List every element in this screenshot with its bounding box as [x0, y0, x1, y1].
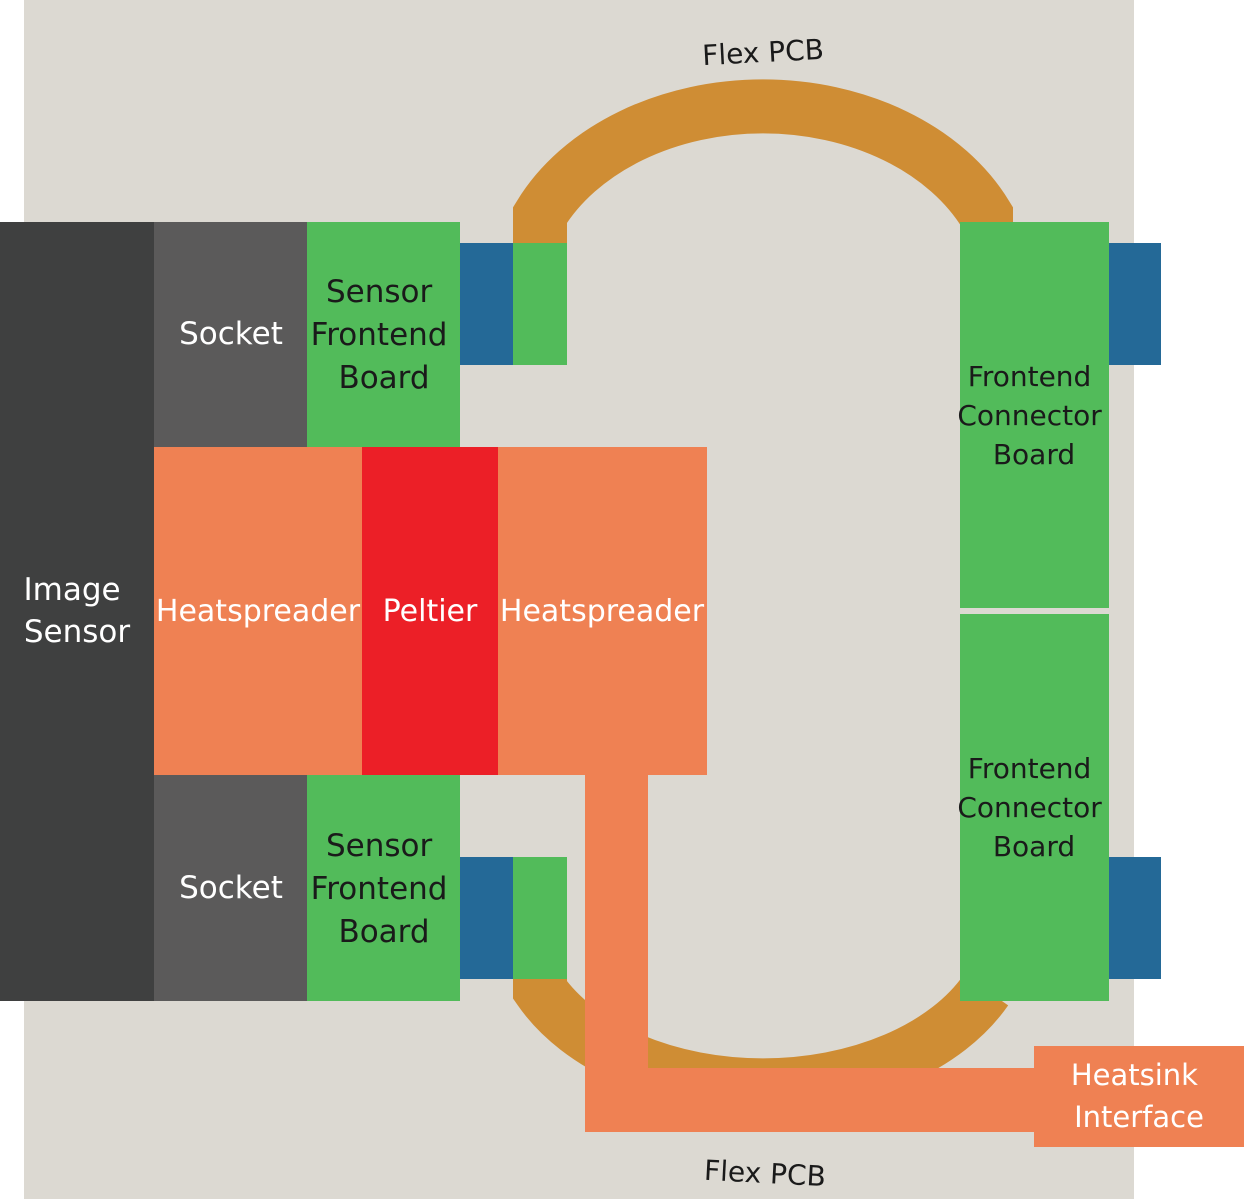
sensor-frontend-board-bottom [307, 775, 460, 1001]
connector-bottom-right [1109, 857, 1161, 979]
frontend-connector-bottom-line-2: Connector [957, 791, 1102, 824]
peltier [362, 447, 498, 775]
sensor-frontend-top-line-3: Board [338, 360, 429, 396]
heatsink-interface-line-1: Heatsink [1071, 1058, 1198, 1092]
connector-bottom-left [460, 857, 513, 979]
connector-top-right [1109, 243, 1161, 365]
heatspreader-right [498, 447, 707, 775]
frontend-connector-bottom-line-1: Frontend [968, 752, 1092, 785]
frontend-connector-top-line-2: Connector [957, 399, 1102, 432]
sensor-frontend-board-top [307, 222, 460, 447]
flex-pcb-bottom-label: Flex PCB [703, 1154, 826, 1193]
flex-end-top-left [513, 243, 567, 365]
heatsink-interface [1034, 1046, 1244, 1147]
flex-pcb-top-label: Flex PCB [701, 33, 824, 72]
heat-path-horizontal [585, 1068, 1040, 1132]
image-sensor-label-line-1: Image [24, 572, 121, 608]
heatspreader-left [154, 447, 362, 775]
socket-top-label: Socket [179, 316, 283, 352]
sensor-frontend-bottom-line-3: Board [338, 914, 429, 950]
socket-bottom-label: Socket [179, 870, 283, 906]
heat-path-vertical [585, 770, 648, 1082]
heatsink-interface-line-2: Interface [1074, 1100, 1204, 1134]
image-sensor [0, 222, 154, 1001]
image-sensor-label: Image Sensor [24, 572, 131, 650]
sensor-frontend-bottom-line-2: Frontend [311, 871, 448, 907]
sensor-frontend-bottom-line-1: Sensor [326, 828, 433, 864]
heatspreader-left-label: Heatspreader [156, 594, 361, 629]
sensor-frontend-board-bottom-label: Sensor Frontend Board [311, 828, 458, 950]
connector-top-left [460, 243, 513, 365]
frontend-connector-board-bottom-label: Frontend Connector Board [957, 752, 1110, 863]
heatspreader-right-label: Heatspreader [500, 594, 705, 629]
flex-end-bottom-left [513, 857, 567, 979]
socket-bottom [154, 775, 307, 1001]
sensor-frontend-top-line-2: Frontend [311, 317, 448, 353]
frontend-connector-board-top [960, 222, 1109, 608]
frontend-connector-board-bottom [960, 614, 1109, 1001]
frontend-connector-bottom-line-3: Board [993, 830, 1075, 863]
sensor-frontend-top-line-1: Sensor [326, 274, 433, 310]
heatsink-interface-label: Heatsink Interface [1071, 1058, 1207, 1134]
frontend-connector-top-line-1: Frontend [968, 360, 1092, 393]
socket-top [154, 222, 307, 447]
peltier-label: Peltier [383, 594, 478, 629]
sensor-frontend-board-top-label: Sensor Frontend Board [311, 274, 458, 396]
frontend-connector-board-top-label: Frontend Connector Board [957, 360, 1110, 471]
flex-pcb-top [513, 79, 1013, 248]
frontend-connector-top-line-3: Board [993, 438, 1075, 471]
image-sensor-label-line-2: Sensor [24, 614, 131, 650]
